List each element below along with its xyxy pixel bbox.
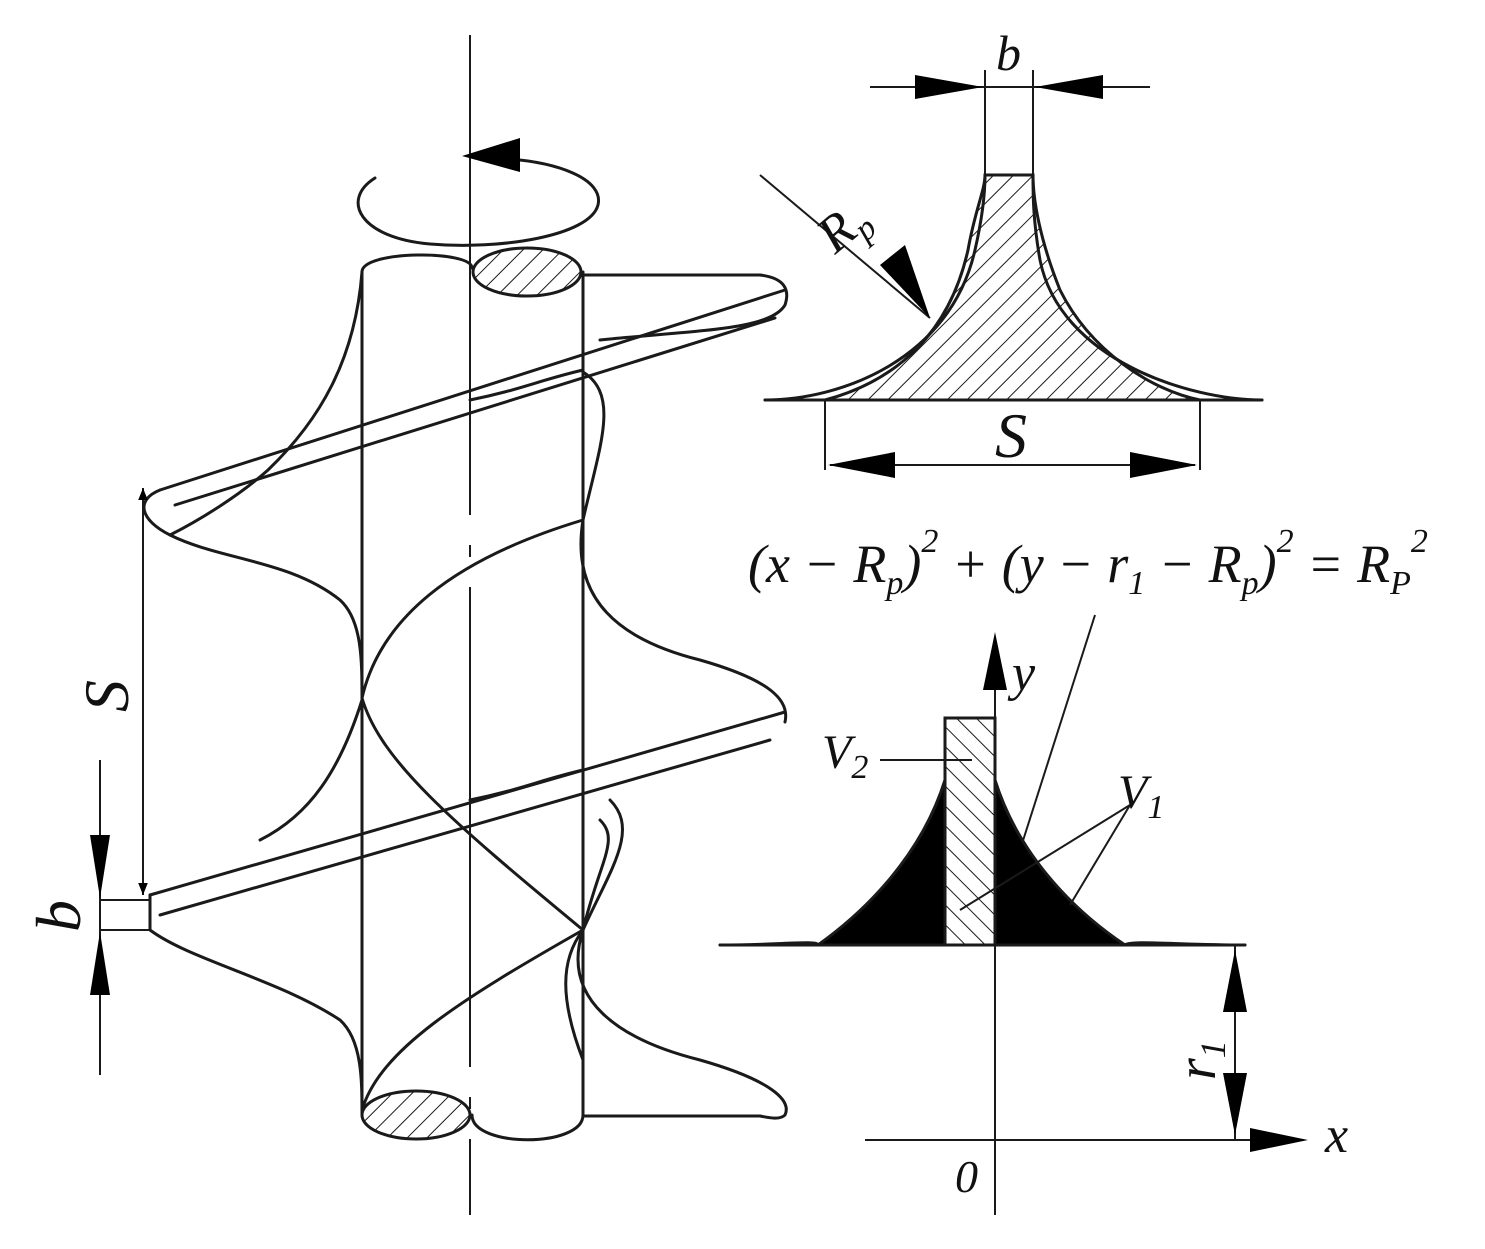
v1-left-region	[818, 780, 945, 945]
blade-hatched-area	[824, 173, 1201, 402]
thickness-label-side: b	[23, 900, 94, 932]
circle-equation: (x − Rp)2 + (y − r1 − Rp)2 = RP2	[748, 523, 1428, 851]
equation-text: (x − Rp)2 + (y − r1 − Rp)2 = RP2	[748, 523, 1428, 602]
helix-flight	[142, 270, 789, 1120]
thickness-dimension-side: b	[23, 760, 150, 1075]
v1-label: V1	[1118, 766, 1164, 826]
pitch-dimension: S	[71, 488, 148, 895]
auger: S b	[23, 35, 789, 1215]
shaft-section-top	[471, 246, 583, 298]
thickness-label-top: b	[996, 25, 1021, 81]
rotation-arrow	[356, 138, 601, 247]
radius-label: Rp	[805, 189, 884, 269]
shaft	[360, 253, 762, 1142]
v2-region	[943, 716, 997, 947]
volume-section: y x 0 V2 V1 r1	[718, 632, 1348, 1215]
origin-label: 0	[955, 1151, 978, 1202]
blade-profile: b Rp S	[759, 25, 1264, 478]
v2-label: V2	[822, 726, 868, 786]
v1-right-region	[995, 780, 1125, 945]
shaft-section-bottom	[360, 1089, 472, 1141]
pitch-label: S	[71, 680, 142, 712]
y-axis-label: y	[1007, 645, 1036, 702]
x-axis-label: x	[1324, 1107, 1348, 1164]
r1-label: r1	[1166, 1040, 1233, 1080]
pitch-label-top: S	[995, 400, 1027, 471]
